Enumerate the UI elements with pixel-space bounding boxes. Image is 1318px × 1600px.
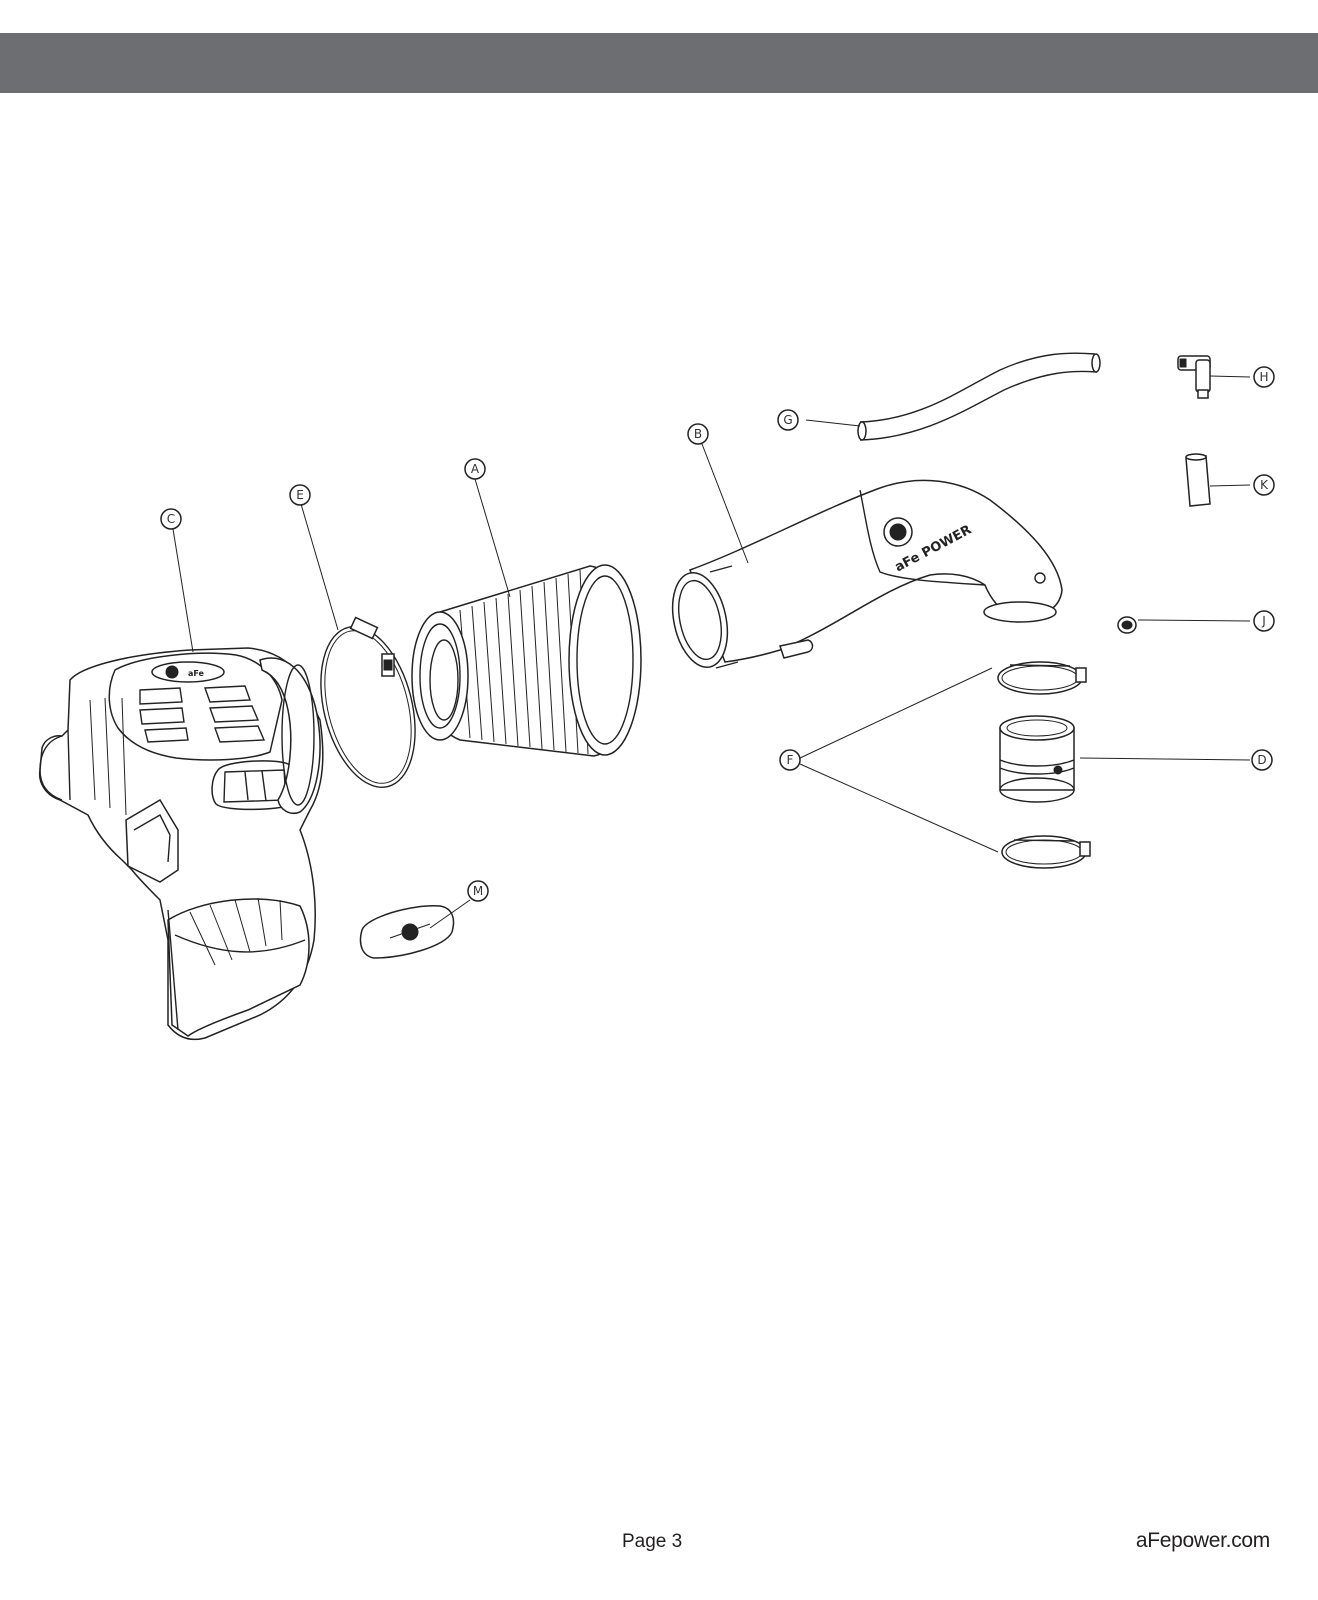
svg-text:F: F [787,753,794,767]
svg-text:E: E [296,488,304,502]
page-number: Page 3 [622,1531,683,1552]
hose-part-g [857,352,1101,441]
callouts: A B C D E F G H [160,366,1275,902]
svg-text:C: C [167,512,175,526]
header-bar [0,33,1318,93]
callout-k: K [1253,474,1275,496]
callout-m: M [467,880,489,902]
callout-j: J [1253,610,1275,632]
fitting-part-h [1177,355,1211,399]
clamp-part-f-lower [1001,835,1091,869]
svg-text:B: B [694,427,702,441]
airbox-part-c: aFe [38,647,324,1041]
svg-text:K: K [1260,478,1269,492]
callout-c: C [160,508,182,530]
svg-text:G: G [783,413,792,427]
airbox-logo-text: aFe [188,669,205,678]
callout-b: B [687,423,709,445]
cap-part-j [1117,616,1137,634]
website-link[interactable]: aFepower.com [1135,1529,1270,1552]
svg-text:M: M [473,884,483,898]
callout-f: F [779,749,801,771]
badge-part-m [359,905,455,959]
coupler-part-d [999,715,1075,803]
intake-tube-part-b: aFe POWER [671,479,1063,669]
svg-text:D: D [1257,753,1266,767]
callout-a: A [464,458,486,480]
clamp-part-e [320,616,416,788]
callout-g: G [777,409,799,431]
callout-d: D [1251,749,1273,771]
callout-e: E [289,484,311,506]
svg-text:J: J [1261,614,1266,628]
leader-lines [172,375,1251,929]
svg-text:A: A [471,462,480,476]
svg-text:H: H [1259,370,1268,384]
coupler-part-k [1185,453,1211,507]
clamp-part-f-upper [997,661,1087,695]
callout-h: H [1253,366,1275,388]
filter-part-a [411,564,642,757]
